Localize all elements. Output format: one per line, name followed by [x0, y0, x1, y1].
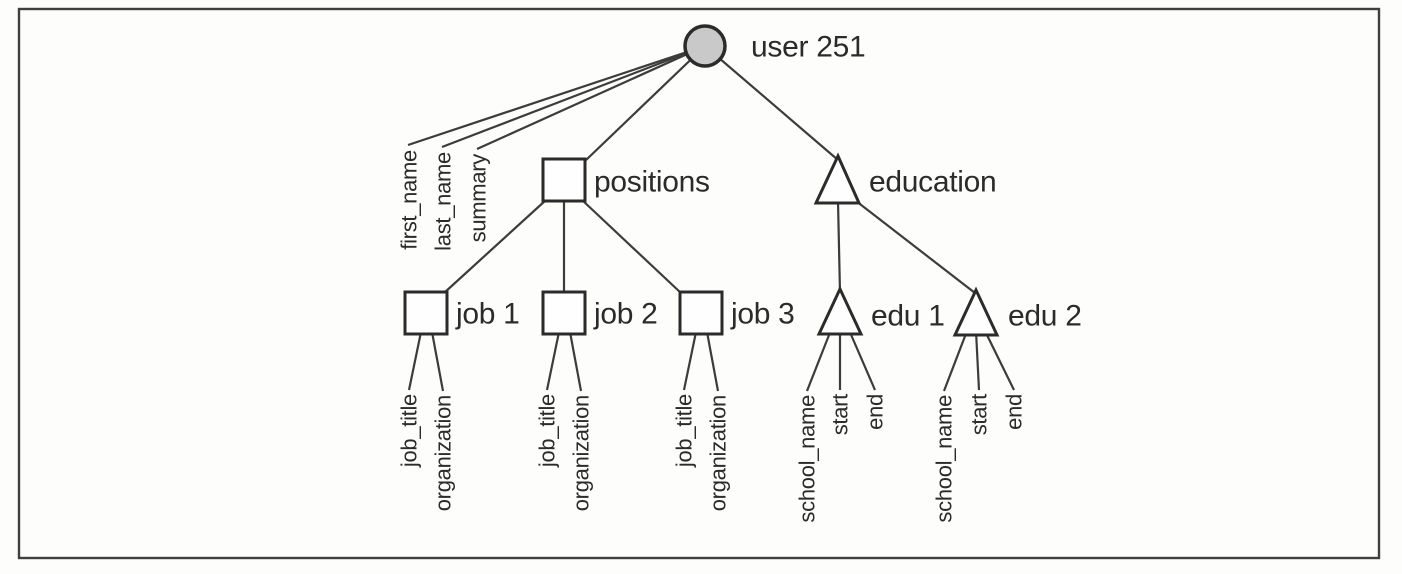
- job2-attr-job-title: job_title: [535, 394, 560, 468]
- leaf-labels: first_name last_name summary job_title o…: [397, 150, 1027, 523]
- edge-edu1-school-name: [805, 329, 833, 392]
- job1-square-node: [403, 290, 449, 336]
- edu2-attr-school-name: school_name: [932, 395, 957, 523]
- edge-job2-organization: [568, 331, 583, 392]
- job3-attr-job-title: job_title: [672, 394, 697, 468]
- education-label: education: [869, 166, 996, 199]
- edu2-triangle-node: [952, 286, 1000, 337]
- root-circle-node: [683, 24, 727, 68]
- edu1-attr-start: start: [828, 394, 853, 435]
- job2-square-node: [541, 290, 587, 336]
- edge-root-last-name: [441, 44, 706, 149]
- root-attr-summary: summary: [466, 154, 491, 243]
- edge-root-positions: [584, 45, 706, 162]
- edge-job1-job-title: [407, 331, 423, 391]
- root-attr-first-name: first_name: [397, 150, 422, 250]
- job2-attr-organization: organization: [569, 395, 594, 511]
- edu1-label: edu 1: [871, 300, 945, 333]
- edu2-attr-end: end: [1002, 394, 1027, 430]
- edge-job3-job-title: [682, 331, 698, 391]
- edges: [407, 44, 1015, 392]
- edge-edu1-end: [847, 329, 877, 391]
- edge-edu2-start: [974, 330, 981, 391]
- node-labels: user 251 positions education job 1 job 2…: [455, 31, 1082, 333]
- nodes: [403, 24, 1000, 337]
- edge-root-first-name: [407, 44, 706, 147]
- edge-job3-organization: [705, 331, 720, 392]
- edge-education-edu1: [836, 200, 842, 294]
- edge-job2-job-title: [545, 331, 561, 391]
- root-attr-last-name: last_name: [431, 152, 456, 251]
- figure-border: [17, 7, 1381, 560]
- edu2-label: edu 2: [1008, 300, 1082, 333]
- job3-label: job 3: [730, 298, 795, 331]
- edge-job1-organization: [430, 331, 445, 392]
- edu1-attr-end: end: [863, 394, 888, 430]
- edge-edu2-end: [984, 330, 1015, 391]
- edge-root-education: [704, 45, 839, 161]
- edu2-attr-start: start: [967, 394, 992, 435]
- root-label: user 251: [751, 31, 865, 64]
- job1-attr-job-title: job_title: [397, 394, 422, 468]
- job3-square-node: [678, 290, 724, 336]
- job2-label: job 2: [593, 298, 658, 331]
- edge-edu2-school-name: [942, 330, 969, 392]
- positions-square-node: [541, 157, 587, 203]
- edge-root-summary: [476, 44, 706, 151]
- education-triangle-node: [813, 152, 862, 205]
- edge-education-edu2: [855, 200, 976, 294]
- edu1-attr-school-name: school_name: [795, 395, 820, 523]
- edu1-triangle-node: [816, 285, 864, 336]
- edge-positions-job3: [581, 199, 682, 294]
- job3-attr-organization: organization: [706, 395, 731, 511]
- job1-attr-organization: organization: [431, 395, 456, 511]
- edge-positions-job1: [443, 199, 547, 294]
- job1-label: job 1: [455, 298, 520, 331]
- positions-label: positions: [594, 166, 710, 199]
